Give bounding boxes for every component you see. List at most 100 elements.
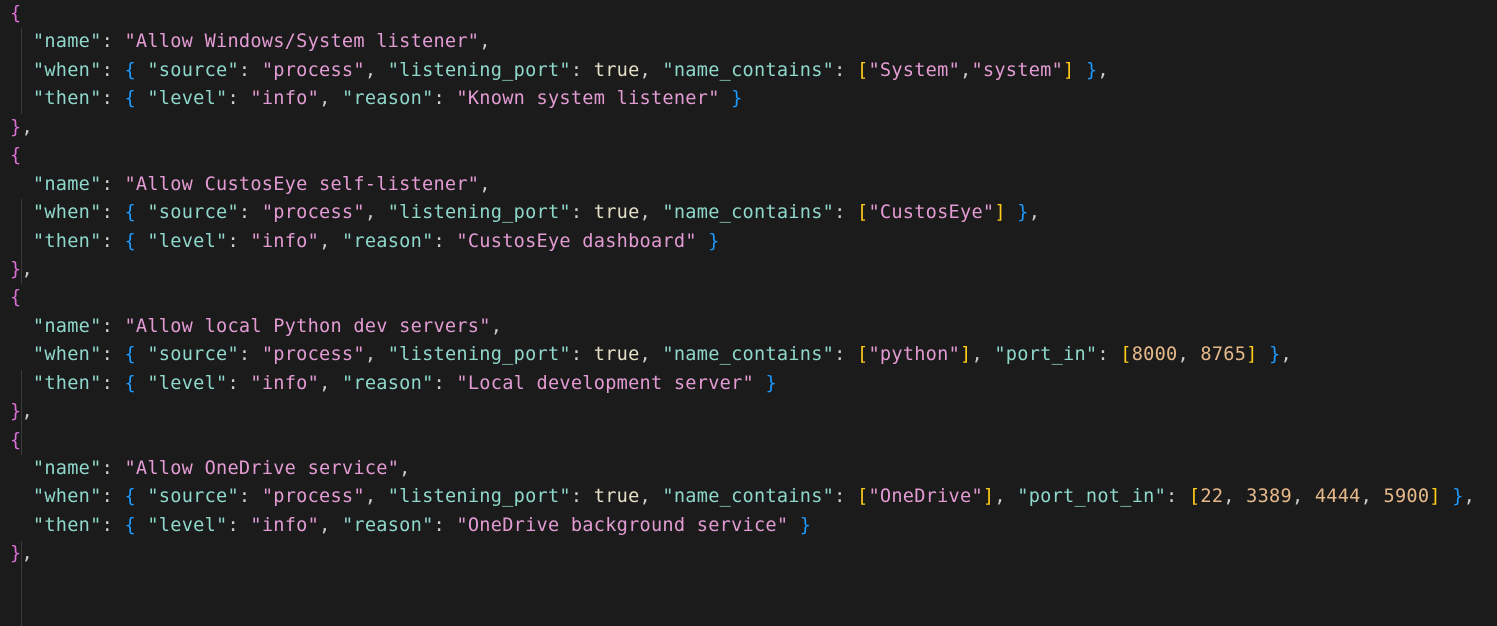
punctuation: ,	[1177, 344, 1201, 366]
space	[1441, 486, 1452, 507]
quote: "	[261, 59, 274, 81]
json-string-value: OneDrive background service	[467, 514, 777, 536]
space	[136, 231, 147, 252]
json-key: "reason"	[341, 230, 434, 252]
quote: "	[1051, 59, 1064, 81]
punctuation: ,	[639, 59, 663, 81]
rule-name-line[interactable]: "name": "Allow Windows/System listener",	[10, 28, 1475, 56]
rule-close-line[interactable]: },	[10, 114, 1475, 142]
quote: "	[776, 514, 789, 536]
quote: "	[456, 88, 468, 110]
rule-when-line[interactable]: "when": { "source": "process", "listenin…	[10, 57, 1475, 85]
quote: "	[261, 202, 274, 224]
quote: "	[456, 372, 468, 394]
json-number-value: 8765	[1200, 344, 1247, 366]
punctuation: :	[570, 486, 594, 508]
json-key: "name_contains"	[662, 486, 835, 508]
rule-name-line[interactable]: "name": "Allow local Python dev servers"…	[10, 313, 1475, 341]
quote: "	[307, 372, 320, 394]
close-brace: }	[799, 514, 812, 536]
close-brace: }	[10, 258, 22, 280]
rule-close-line[interactable]: },	[10, 256, 1475, 284]
punctuation: :	[101, 230, 125, 252]
rule-then-line[interactable]: "then": { "level": "info", "reason": "Kn…	[10, 85, 1475, 113]
json-string-value: info	[261, 372, 308, 394]
json-string-value: Local development server	[467, 372, 743, 394]
close-bracket: ]	[1429, 486, 1441, 508]
json-key: "level"	[147, 230, 228, 252]
rule-close-line[interactable]: },	[10, 540, 1475, 568]
open-brace: {	[124, 372, 136, 394]
punctuation: :	[433, 230, 457, 252]
json-key: "name_contains"	[662, 344, 835, 366]
json-key: "name"	[32, 31, 102, 53]
rule-name-line[interactable]: "name": "Allow OneDrive service",	[10, 455, 1475, 483]
punctuation: ,	[1097, 59, 1109, 81]
space	[788, 515, 799, 536]
quote: "	[250, 514, 262, 536]
quote: "	[353, 486, 365, 508]
punctuation: :	[101, 315, 125, 337]
json-key: "listening_port"	[387, 59, 571, 81]
json-boolean-value: true	[593, 344, 640, 366]
punctuation: ,	[21, 543, 33, 565]
close-brace: }	[1452, 486, 1464, 508]
json-string-value: process	[273, 344, 354, 366]
space	[136, 515, 147, 536]
json-key: "source"	[147, 59, 239, 81]
rule-name-line[interactable]: "name": "Allow CustosEye self-listener",	[10, 171, 1475, 199]
rule-open-line[interactable]: {	[10, 284, 1475, 312]
open-brace: {	[124, 344, 136, 366]
close-brace: }	[1085, 59, 1098, 81]
punctuation: :	[101, 344, 125, 366]
quote: "	[124, 173, 136, 195]
rule-open-line[interactable]: {	[10, 427, 1475, 455]
open-bracket: [	[1120, 344, 1132, 366]
punctuation: ,	[319, 372, 342, 394]
json-boolean-value: true	[593, 202, 640, 224]
json-key: "level"	[147, 88, 228, 110]
quote: "	[467, 31, 480, 53]
json-key: "listening_port"	[387, 202, 571, 224]
json-key: "name_contains"	[662, 59, 835, 81]
punctuation: :	[101, 88, 125, 110]
rule-close-line[interactable]: },	[10, 398, 1475, 426]
rule-when-line[interactable]: "when": { "source": "process", "listenin…	[10, 341, 1475, 369]
quote: "	[467, 173, 480, 195]
json-key: "then"	[32, 230, 102, 252]
json-number-value: 8000	[1131, 344, 1178, 366]
rule-open-line[interactable]: {	[10, 142, 1475, 170]
indent	[10, 515, 33, 536]
close-brace: }	[765, 372, 777, 394]
quote: "	[971, 59, 983, 81]
open-brace: {	[10, 3, 22, 24]
rule-open-line[interactable]: {	[10, 0, 1475, 28]
open-bracket: [	[856, 59, 869, 81]
indent-guide	[21, 540, 22, 626]
rule-when-line[interactable]: "when": { "source": "process", "listenin…	[10, 199, 1475, 227]
rule-when-line[interactable]: "when": { "source": "process", "listenin…	[10, 483, 1475, 511]
quote: "	[250, 88, 262, 110]
rule-then-line[interactable]: "then": { "level": "info", "reason": "Cu…	[10, 228, 1475, 256]
punctuation: ,	[1223, 486, 1247, 508]
punctuation: ,	[21, 116, 33, 138]
punctuation: :	[1166, 486, 1189, 508]
open-brace: {	[124, 59, 136, 81]
indent-guide	[21, 28, 22, 114]
code-editor[interactable]: { "name": "Allow Windows/System listener…	[10, 0, 1475, 626]
punctuation: :	[101, 486, 125, 508]
json-number-value: 4444	[1314, 486, 1361, 508]
punctuation: ,	[479, 173, 491, 195]
close-bracket: ]	[994, 202, 1006, 224]
punctuation: :	[834, 486, 857, 508]
quote: "	[868, 202, 880, 224]
rule-then-line[interactable]: "then": { "level": "info", "reason": "On…	[10, 512, 1475, 540]
space	[754, 373, 765, 394]
punctuation: ,	[399, 458, 411, 479]
json-key: "when"	[32, 202, 102, 224]
close-brace: }	[10, 116, 22, 138]
rule-then-line[interactable]: "then": { "level": "info", "reason": "Lo…	[10, 370, 1475, 398]
punctuation: :	[238, 344, 262, 366]
json-key: "then"	[32, 372, 102, 394]
punctuation: :	[101, 458, 125, 479]
